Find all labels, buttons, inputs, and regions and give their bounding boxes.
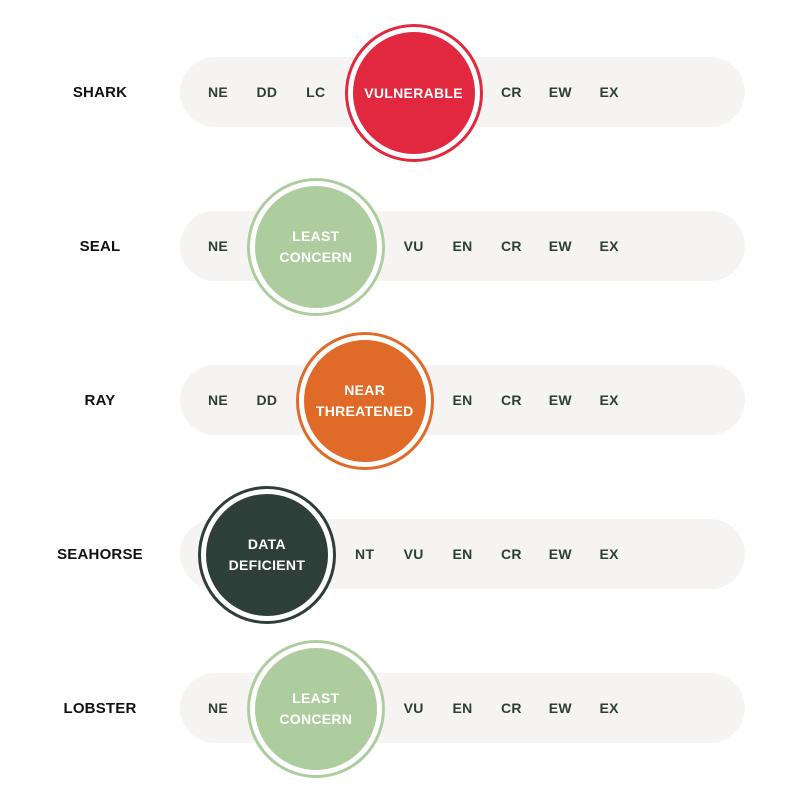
scale-code-ew: EW [548,84,572,100]
scale-code-ex: EX [599,238,619,254]
species-label: SEAHORSE [57,545,143,563]
scale-code-ex: EX [599,546,619,562]
species-row-seahorse: SEAHORSELCNTVUENCREWEXDATA DEFICIENT [0,479,800,629]
scale-code-ew: EW [548,392,572,408]
scale-code-ex: EX [599,392,619,408]
scale-code-cr: CR [500,238,522,254]
scale-code-ex: EX [599,84,619,100]
scale-code-dd: DD [256,84,278,100]
scale-code-vu: VU [403,546,424,562]
scale-code-dd: DD [256,392,278,408]
status-badge: DATA DEFICIENT [200,489,333,621]
scale-code-cr: CR [500,546,522,562]
scale-code-ne: NE [207,84,229,100]
species-row-lobster: LOBSTERNEDDNTVUENCREWEXLEAST CONCERN [0,633,800,783]
species-label: LOBSTER [63,699,137,717]
scale-code-ne: NE [207,700,229,716]
species-label: RAY [84,391,116,409]
status-badge: NEAR THREATENED [298,335,431,467]
status-scale-track [180,365,745,435]
scale-code-cr: CR [500,392,522,408]
species-label: SHARK [72,83,128,101]
scale-code-lc: LC [306,84,326,100]
scale-code-ex: EX [599,700,619,716]
scale-code-en: EN [452,238,473,254]
species-row-seal: SEALNEDDNTVUENCREWEXLEAST CONCERN [0,171,800,321]
species-row-shark: SHARKNEDDLCNTENCREWEXVULNERABLE [0,17,800,167]
scale-code-ne: NE [207,238,229,254]
scale-code-ew: EW [548,238,572,254]
scale-code-en: EN [452,700,473,716]
scale-code-en: EN [452,546,473,562]
status-badge: LEAST CONCERN [249,643,382,775]
status-badge: VULNERABLE [347,27,480,159]
scale-code-ne: NE [207,392,229,408]
scale-code-cr: CR [500,700,522,716]
scale-code-vu: VU [403,238,424,254]
status-badge: LEAST CONCERN [249,181,382,313]
scale-code-en: EN [452,392,473,408]
species-row-ray: RAYNEDDLCVUENCREWEXNEAR THREATENED [0,325,800,475]
scale-code-ew: EW [548,546,572,562]
scale-code-vu: VU [403,700,424,716]
species-label: SEAL [79,237,121,255]
scale-code-nt: NT [355,546,375,562]
scale-code-cr: CR [500,84,522,100]
scale-code-ew: EW [548,700,572,716]
